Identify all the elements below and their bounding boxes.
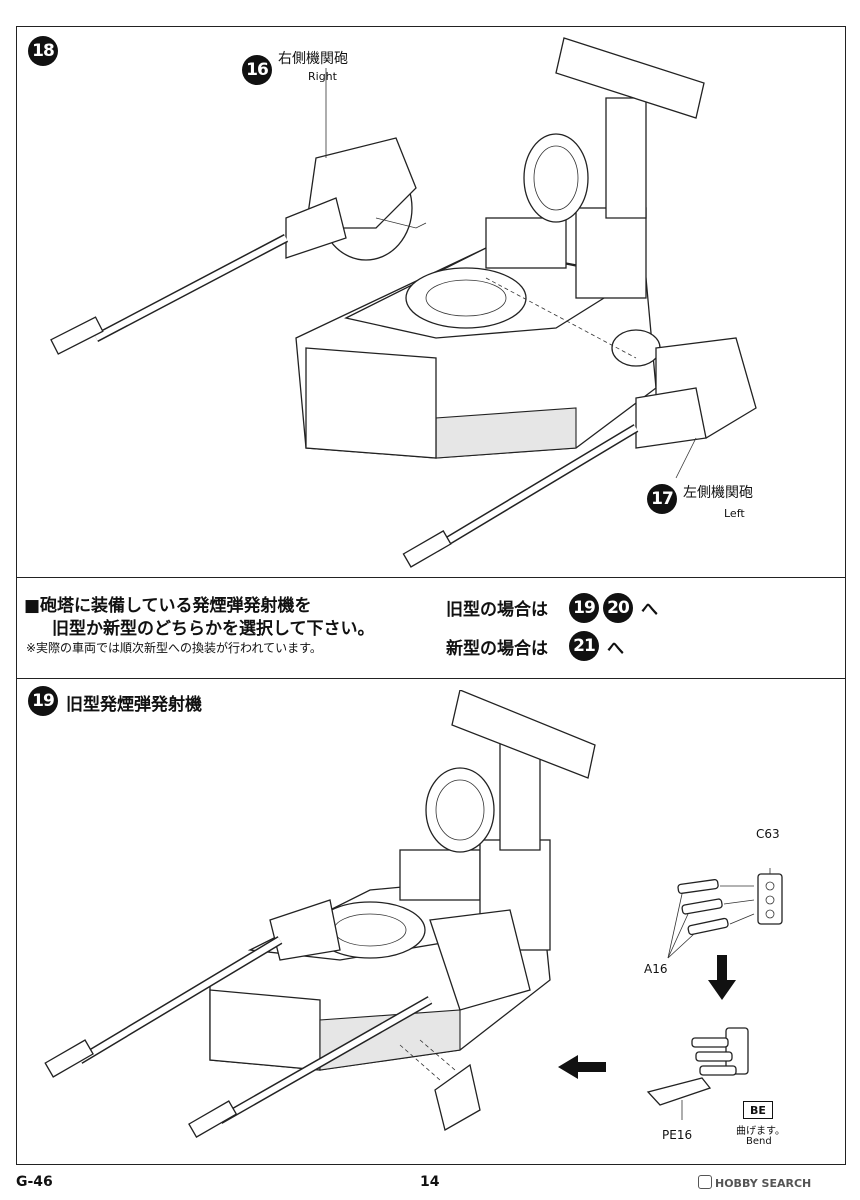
watermark-text: HOBBY SEARCH [715, 1177, 812, 1190]
old-type-prefix: 旧型の場合は [446, 600, 548, 620]
left-gun-label: 左側機関砲 [683, 485, 753, 501]
right-gun-label: 右側機関砲 [278, 51, 348, 67]
part-c63-label: C63 [756, 827, 780, 841]
note-line-3: ※実際の車両では順次新型への換装が行われています。 [26, 641, 322, 655]
step-19-ref-badge: 19 [569, 593, 599, 623]
step-19-badge: 19 [28, 686, 58, 716]
note-line-2: 旧型か新型のどちらかを選択して下さい。 [52, 619, 375, 639]
bend-label-en: Bend [746, 1136, 772, 1147]
step-18-turret-illustration [50, 37, 757, 568]
left-arrow-icon [558, 1055, 606, 1079]
part-pe16-label: PE16 [662, 1128, 693, 1142]
step-18-badge: 18 [28, 36, 58, 66]
step-19-panel [16, 678, 846, 1165]
note-line-1: ■砲塔に装備している発煙弾発射機を [24, 596, 312, 616]
step-21-ref-badge: 21 [569, 631, 599, 661]
watermark: HOBBY SEARCH [698, 1175, 811, 1190]
new-type-suffix: へ [607, 639, 624, 659]
part-a16-label: A16 [644, 962, 668, 976]
new-type-prefix: 新型の場合は [446, 639, 548, 659]
right-gun-label-en: Right [308, 70, 337, 83]
step-20-ref-badge: 20 [603, 593, 633, 623]
be-badge: BE [743, 1101, 773, 1119]
step-19-turret-illustration [44, 690, 596, 1138]
footer-code: G-46 [16, 1174, 53, 1190]
part-17-badge: 17 [647, 484, 677, 514]
old-type-suffix: へ [641, 600, 658, 620]
watermark-logo-icon [698, 1175, 712, 1189]
page-number: 14 [420, 1174, 440, 1190]
step-19-title: 旧型発煙弾発射機 [66, 695, 202, 715]
smoke-launcher-parts-diagram [646, 868, 783, 1120]
part-16-badge: 16 [242, 55, 272, 85]
bend-label-jp: 曲げます。 [736, 1126, 785, 1137]
left-gun-label-en: Left [724, 507, 745, 520]
